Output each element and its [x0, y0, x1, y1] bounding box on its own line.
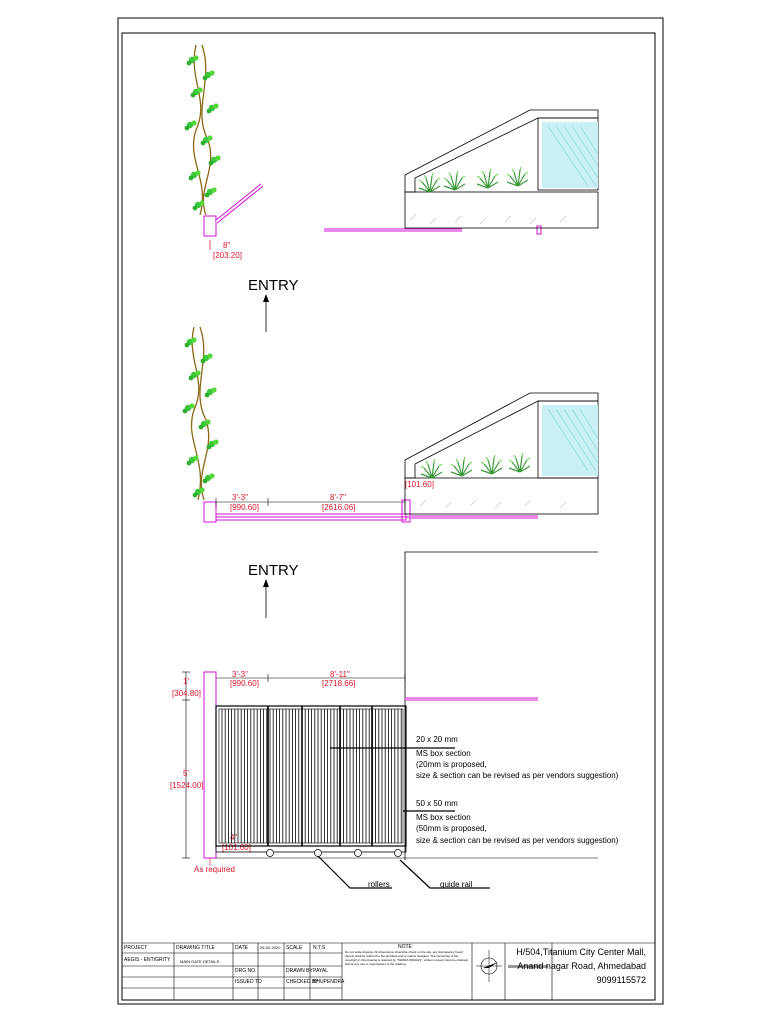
tb-drawing-title-value: MAIN GATE DETAILS	[180, 959, 220, 964]
wall-outline	[404, 551, 598, 860]
dim-leaf-width: 3'-3"	[232, 493, 248, 502]
tb-scale-value: N.T.S	[313, 945, 326, 951]
tb-drawn-by-label: DRAWN BY	[286, 968, 313, 974]
dim-opening-mm: [2616.06]	[322, 503, 355, 512]
title-block-grid	[122, 942, 655, 1000]
outer-border	[117, 17, 664, 1005]
gate-post-3	[203, 671, 217, 859]
note2-line4: size & section can be revised as per ven…	[416, 836, 619, 845]
entry-label-1: ENTRY	[248, 277, 299, 294]
tb-phone: 9099115572	[596, 975, 646, 985]
note2-line1: 50 x 50 mm	[416, 799, 458, 808]
note2-line3: (50mm is proposed,	[416, 824, 487, 833]
tb-project-value: AEGIS - ENTIGRITY	[124, 957, 171, 963]
tb-drawing-title-label: DRAWING TITLE	[176, 945, 215, 951]
gate-rollers	[266, 849, 402, 857]
tb-checked-by-value: BHUPENDRA	[313, 979, 345, 985]
tb-note-text: Do not scale drawing. All dimensions sho…	[345, 950, 469, 966]
dim-height-mm: [1524.00]	[170, 781, 203, 790]
dim-post-width-mm: [203.20]	[213, 251, 242, 260]
creeper-plant-2	[182, 326, 219, 501]
tb-project-label: PROJECT	[124, 945, 148, 951]
tb-note-label: NOTE	[398, 944, 412, 950]
dim-post-width: 8"	[223, 241, 230, 250]
note1-line4: size & section can be revised as per ven…	[416, 771, 619, 780]
tb-checked-by-label: CHECKED BY	[286, 979, 319, 985]
leader-guide-rail	[399, 859, 490, 889]
dim-leaf-width-mm: [990.60]	[230, 503, 259, 512]
dim-gap-2-mm: [101.60]	[405, 480, 434, 489]
dim-top-mm: [304.80]	[172, 689, 201, 698]
building-canopy-2	[404, 392, 599, 515]
tb-date-label: DATE	[235, 945, 248, 951]
north-compass-icon	[476, 950, 502, 982]
gate-vertical-bars	[221, 706, 402, 846]
creeper-plant-1	[184, 44, 221, 216]
dim-elev-gap: 4"	[230, 833, 237, 842]
view-1-plan: 8" [203.20] ENTRY	[184, 44, 599, 332]
note2-line2: MS box section	[416, 813, 471, 822]
note1-line2: MS box section	[416, 749, 471, 758]
dim-elev-span: 8'-11"	[330, 670, 350, 679]
dim-elev-leaf-mm: [990.60]	[230, 679, 259, 688]
entry-label-2: ENTRY	[248, 562, 299, 579]
leader-rollers	[317, 855, 392, 889]
tb-address-line1: H/504,Titanium City Center Mall,	[516, 947, 646, 957]
dim-opening: 8'-7"	[330, 493, 346, 502]
note1-line1: 20 x 20 mm	[416, 735, 458, 744]
glass-panel-1	[542, 122, 598, 188]
gate-post-1	[203, 215, 217, 237]
tb-drawn-by-value: PAYAL	[313, 968, 329, 974]
dim-top: 1'	[183, 677, 189, 686]
tb-drg-no-label: DRG NO.	[235, 968, 257, 974]
tb-scale-label: SCALE	[286, 945, 303, 951]
building-canopy-1	[404, 109, 599, 229]
label-rollers: rollers	[368, 880, 390, 889]
label-as-required: As required	[194, 865, 235, 874]
tb-address-line2: Anand nagar Road, Ahmedabad	[517, 961, 646, 971]
label-guide-rail: guide rail	[440, 880, 473, 889]
note1-line3: (20mm is proposed,	[416, 760, 487, 769]
tb-date-value: 26-02-2020	[260, 945, 281, 950]
inner-border	[121, 32, 656, 1001]
dim-elev-leaf: 3'-3"	[232, 670, 248, 679]
view-2-plan: 3'-3" [990.60] 8'-7" [2616.06] 4" [101.6…	[182, 326, 599, 523]
view-3-elevation: ENTRY 3'-3" [990.60] 8'-11" [2718.66] 1'…	[170, 551, 619, 889]
glass-panel-2	[542, 405, 598, 476]
dim-elev-gap-mm: [101.60]	[222, 843, 251, 852]
dim-height: 5'	[183, 769, 189, 778]
dim-elev-span-mm: [2718.66]	[322, 679, 355, 688]
tb-issued-to-label: ISSUED TO	[235, 979, 262, 985]
logo-placeholder	[508, 965, 548, 968]
gate-post-2	[203, 501, 217, 523]
gate-bottom-frame	[215, 845, 407, 853]
